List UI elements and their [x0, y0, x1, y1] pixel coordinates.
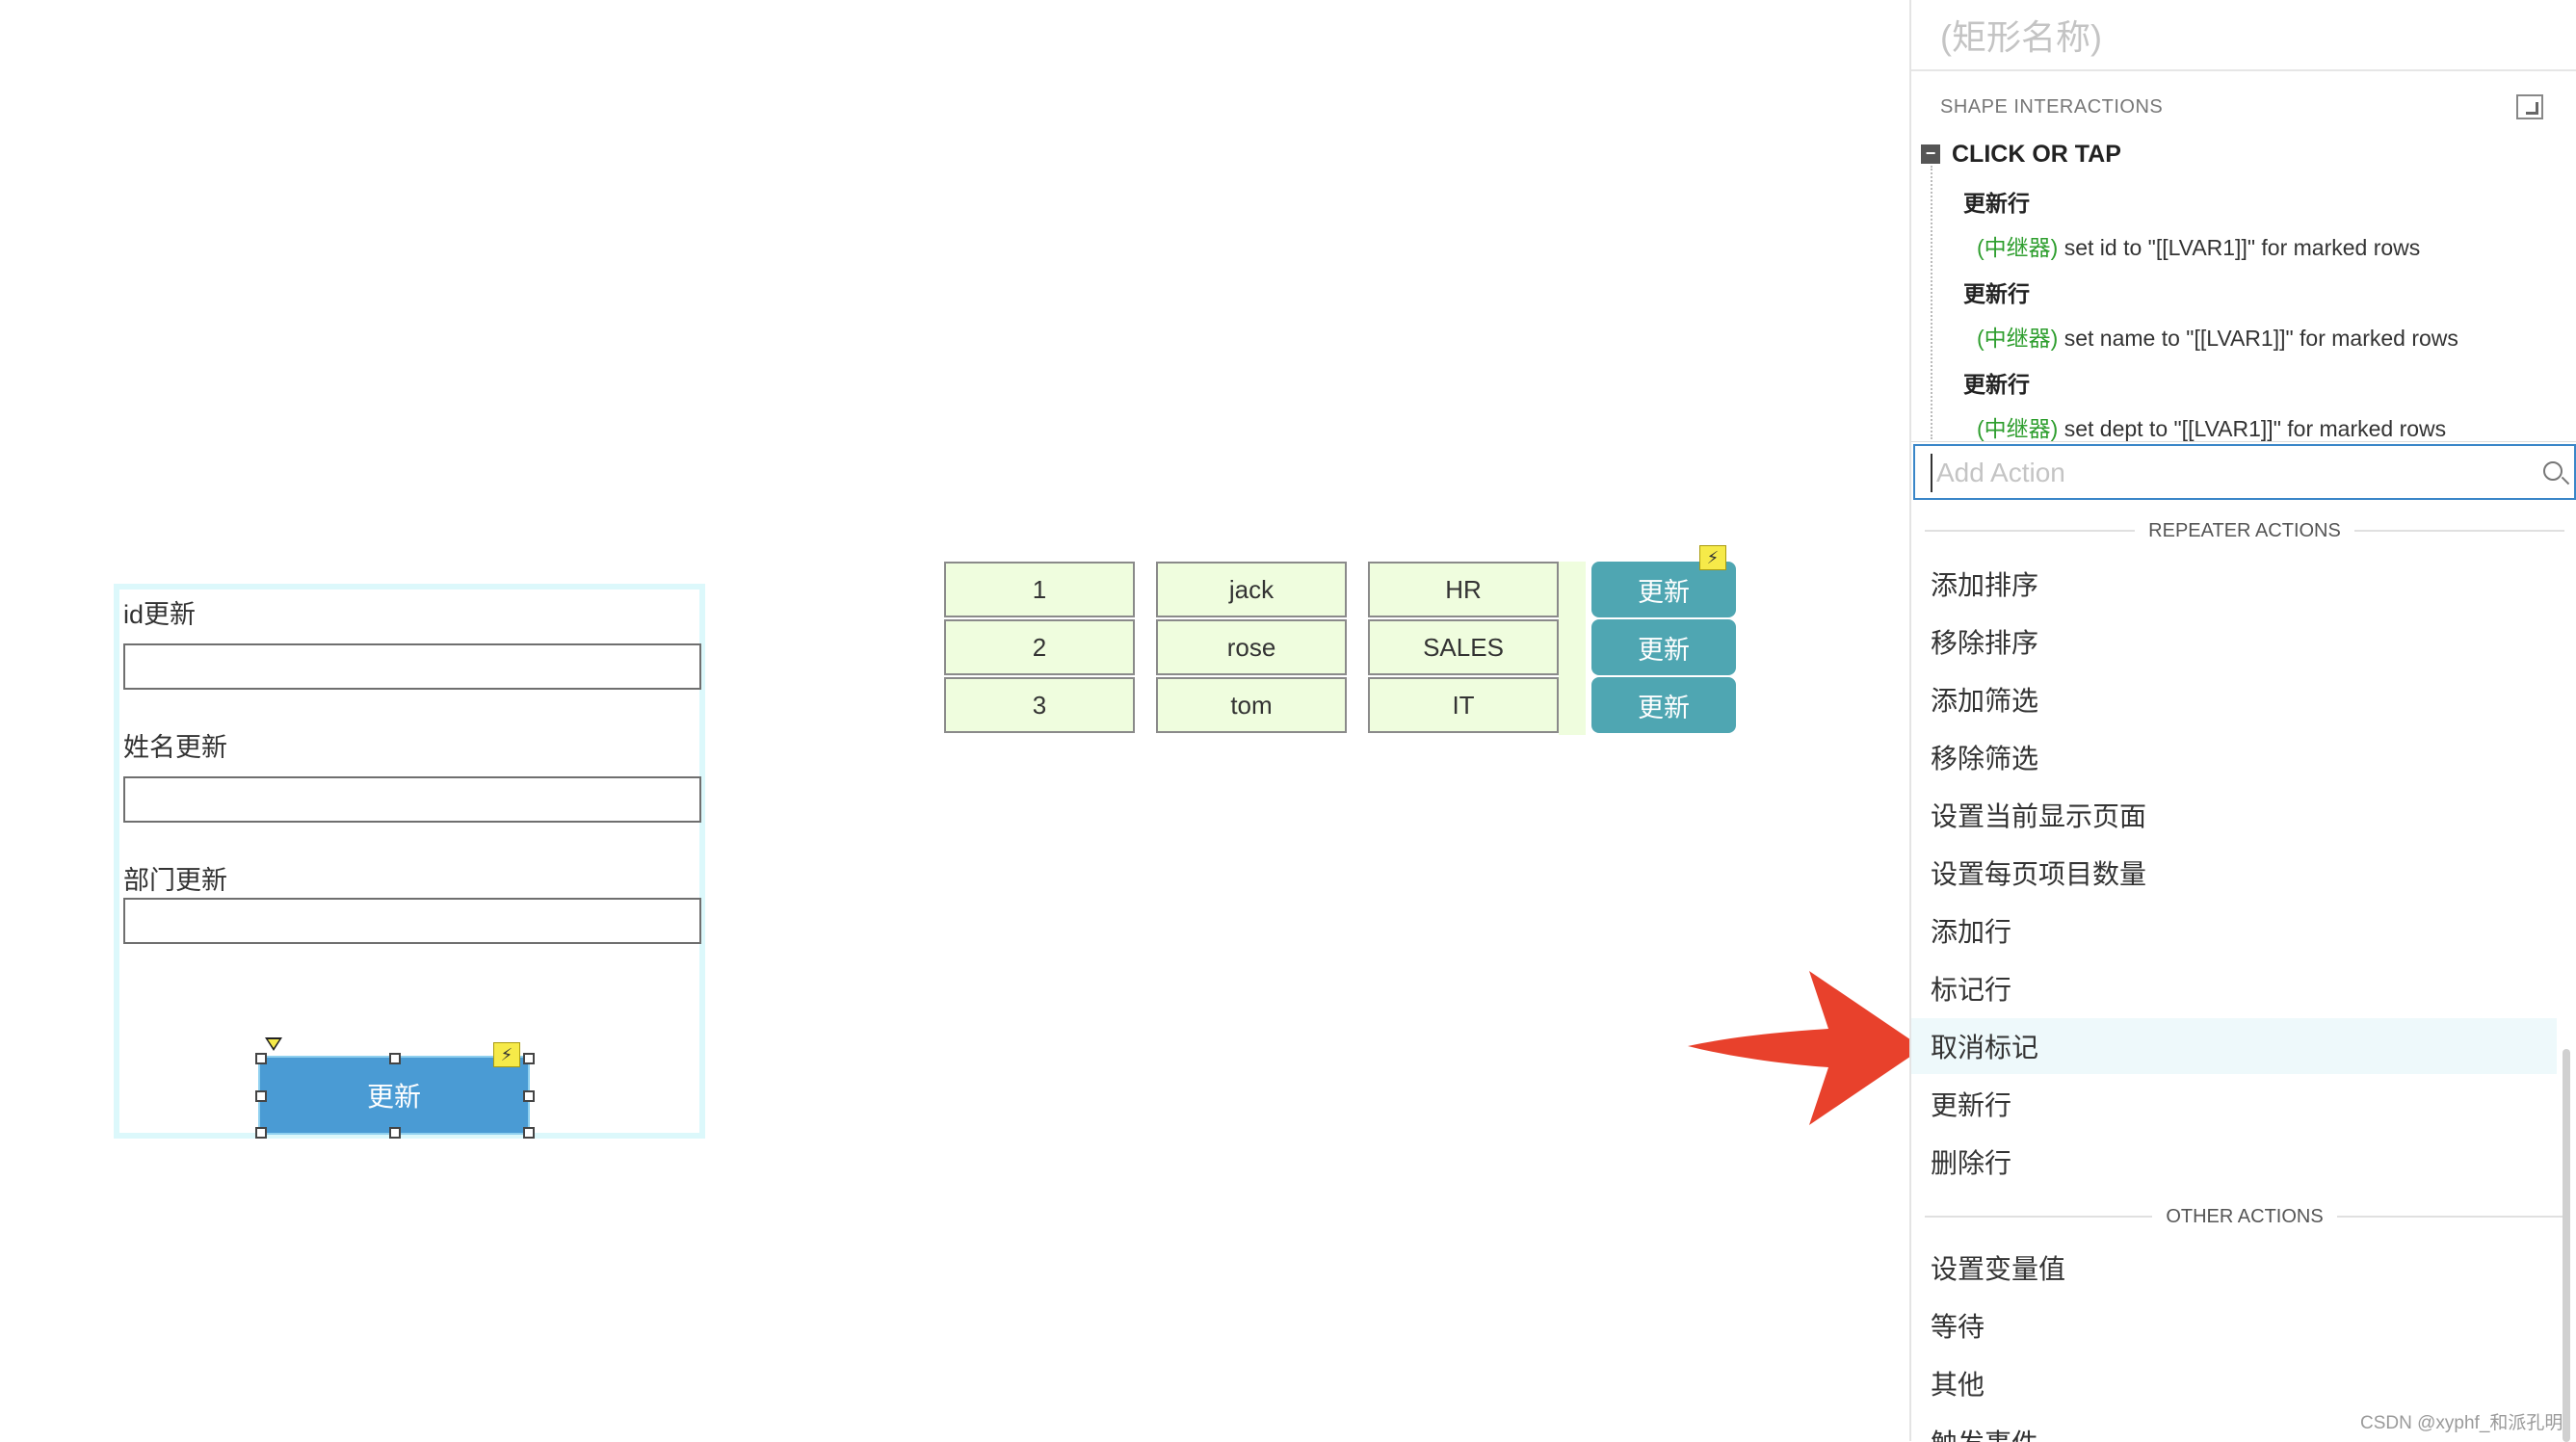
- action-heading[interactable]: 更新行: [1963, 191, 2030, 216]
- repeater-row-update-button[interactable]: 更新: [1591, 619, 1736, 675]
- collapse-icon[interactable]: −: [1921, 144, 1940, 164]
- section-title: SHAPE INTERACTIONS: [1940, 96, 2164, 118]
- dropdown-scrollbar[interactable]: [2563, 1049, 2570, 1442]
- repeater-cell-name: tom: [1156, 677, 1347, 733]
- event-title[interactable]: CLICK OR TAP: [1952, 141, 2121, 168]
- id-input[interactable]: [123, 643, 701, 690]
- watermark: CSDN @xyphf_和派孔明: [2360, 1413, 2563, 1433]
- divider: [1911, 69, 2576, 71]
- action-detail[interactable]: (中继器) set name to "[[LVAR1]]" for marked…: [1977, 320, 2458, 353]
- repeater-cell-name: rose: [1156, 619, 1347, 675]
- other-actions-group: OTHER ACTIONS: [1911, 1205, 2576, 1228]
- action-heading[interactable]: 更新行: [1963, 281, 2030, 306]
- shape-name-field[interactable]: (矩形名称): [1940, 17, 2102, 57]
- menu-item-add-rows[interactable]: 添加行: [1931, 917, 2012, 947]
- menu-item-add-filter[interactable]: 添加筛选: [1931, 686, 2039, 716]
- id-label: id更新: [123, 600, 197, 629]
- repeater-row-bg: [1559, 619, 1586, 677]
- interactions-panel: (矩形名称) SHAPE INTERACTIONS − CLICK OR TAP…: [1909, 0, 2576, 1442]
- expand-panel-icon[interactable]: [2516, 94, 2543, 119]
- menu-item-unmark-rows[interactable]: 取消标记: [1911, 1018, 2557, 1074]
- repeater-cell-dept: HR: [1368, 562, 1559, 617]
- repeater-cell-id: 3: [944, 677, 1135, 733]
- menu-item-update-rows[interactable]: 更新行: [1931, 1090, 2012, 1120]
- action-detail[interactable]: (中继器) set id to "[[LVAR1]]" for marked r…: [1977, 229, 2420, 262]
- action-detail[interactable]: (中继器) set dept to "[[LVAR1]]" for marked…: [1977, 410, 2446, 443]
- add-action-input[interactable]: [1931, 454, 2516, 492]
- menu-item-wait[interactable]: 等待: [1931, 1312, 1985, 1342]
- action-heading[interactable]: 更新行: [1963, 372, 2030, 397]
- add-action-dropdown[interactable]: REPEATER ACTIONS 添加排序 移除排序 添加筛选 移除筛选 设置当…: [1911, 441, 2576, 1442]
- repeater-cell-dept: IT: [1368, 677, 1559, 733]
- menu-item-remove-filter[interactable]: 移除筛选: [1931, 744, 2039, 773]
- repeater-actions-group: REPEATER ACTIONS: [1911, 519, 2576, 542]
- action-detail-text: set id to "[[LVAR1]]" for marked rows: [2058, 235, 2421, 260]
- dept-label: 部门更新: [123, 866, 227, 895]
- menu-item-fire-event[interactable]: 触发事件: [1911, 1413, 2557, 1442]
- resize-handle-tl[interactable]: [255, 1053, 267, 1064]
- resize-handle-bl[interactable]: [255, 1127, 267, 1139]
- action-detail-text: set name to "[[LVAR1]]" for marked rows: [2058, 326, 2458, 351]
- design-canvas[interactable]: id更新 姓名更新 部门更新 更新 ⚡ 1 jack HR 更新 2 rose …: [0, 0, 1909, 1441]
- name-input[interactable]: [123, 776, 701, 823]
- name-label: 姓名更新: [123, 733, 227, 762]
- repeater-cell-id: 1: [944, 562, 1135, 617]
- action-target-tag: (中继器): [1977, 235, 2059, 260]
- resize-handle-t[interactable]: [389, 1053, 401, 1064]
- repeater-row-bg: [1559, 562, 1586, 619]
- menu-item-add-sort[interactable]: 添加排序: [1931, 570, 2039, 600]
- repeater-row-bg: [1559, 677, 1586, 735]
- menu-item-other[interactable]: 其他: [1931, 1370, 1985, 1400]
- menu-item-set-current-page[interactable]: 设置当前显示页面: [1931, 801, 2147, 831]
- resize-handle-r[interactable]: [523, 1090, 535, 1102]
- repeater-interaction-bolt-icon: ⚡: [1699, 545, 1726, 570]
- repeater-row-update-button[interactable]: 更新: [1591, 562, 1736, 617]
- menu-item-delete-rows[interactable]: 删除行: [1931, 1148, 2012, 1178]
- menu-item-set-items-per-page[interactable]: 设置每页项目数量: [1931, 859, 2147, 889]
- menu-item-remove-sort[interactable]: 移除排序: [1931, 628, 2039, 658]
- repeater-cell-name: jack: [1156, 562, 1347, 617]
- corner-radius-icon[interactable]: [265, 1037, 282, 1051]
- action-target-tag: (中继器): [1977, 326, 2059, 351]
- repeater-row-update-button[interactable]: 更新: [1591, 677, 1736, 733]
- resize-handle-tr[interactable]: [523, 1053, 535, 1064]
- resize-handle-b[interactable]: [389, 1127, 401, 1139]
- dept-input[interactable]: [123, 898, 701, 944]
- tree-connector: [1931, 166, 1932, 439]
- resize-handle-l[interactable]: [255, 1090, 267, 1102]
- action-target-tag: (中继器): [1977, 416, 2059, 441]
- add-action-search[interactable]: [1913, 444, 2576, 500]
- repeater-cell-id: 2: [944, 619, 1135, 675]
- update-button[interactable]: 更新: [258, 1056, 530, 1135]
- repeater-cell-dept: SALES: [1368, 619, 1559, 675]
- action-detail-text: set dept to "[[LVAR1]]" for marked rows: [2058, 416, 2447, 441]
- menu-item-mark-rows[interactable]: 标记行: [1931, 975, 2012, 1005]
- search-icon[interactable]: [2543, 461, 2563, 481]
- menu-item-set-variable[interactable]: 设置变量值: [1931, 1254, 2066, 1284]
- interaction-bolt-icon: ⚡: [493, 1042, 520, 1067]
- resize-handle-br[interactable]: [523, 1127, 535, 1139]
- red-arrow-icon: [1688, 971, 1923, 1125]
